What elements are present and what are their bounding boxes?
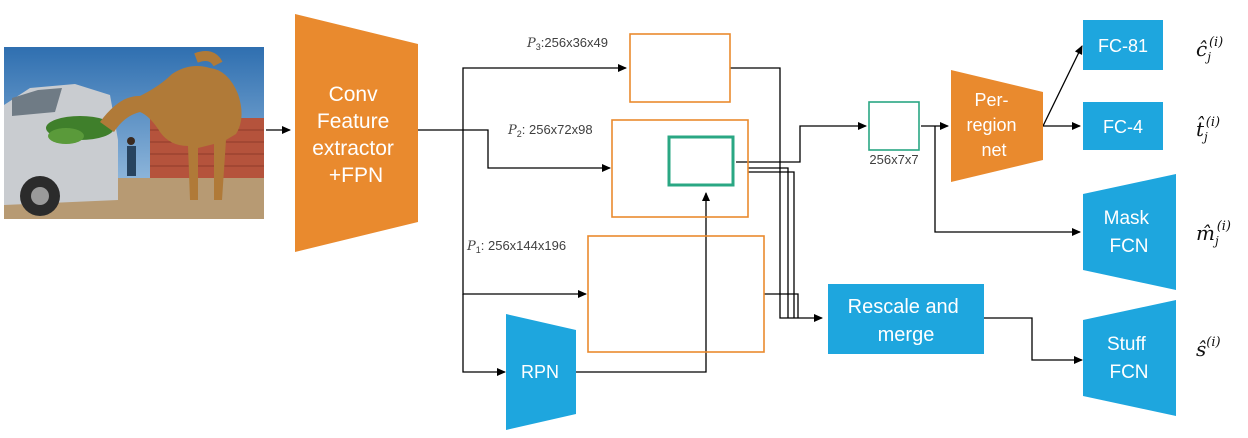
p3-to-rescale-arrow: [730, 67, 823, 322]
per-region-line-1: Per-: [974, 90, 1008, 110]
mask-fcn-block: Mask FCN: [1083, 174, 1176, 290]
mask-fcn-line-2: FCN: [1109, 236, 1148, 257]
roi-box: [667, 135, 735, 187]
pooled-to-mask-arrow: [934, 126, 1081, 236]
class-output-symbol: ĉj(i): [1196, 35, 1223, 64]
rescale-line-2: merge: [878, 324, 935, 346]
p3-label: P3:256x36x49: [526, 35, 608, 52]
stuff-fcn-block: Stuff FCN: [1083, 300, 1176, 416]
per-region-line-2: region: [966, 115, 1016, 135]
rpn-block: RPN: [506, 314, 576, 430]
rescale-merge-shape: [828, 284, 984, 354]
rpn-label: RPN: [521, 362, 559, 382]
rpn-to-roi-arrow: [576, 192, 710, 373]
backbone-to-rpn-arrow: [462, 294, 506, 376]
mask-fcn-line-1: Mask: [1104, 208, 1150, 229]
per-region-line-3: net: [981, 140, 1006, 160]
svg-text:Rescale and merge: Rescale and merge: [848, 296, 965, 346]
pooled-dims: 256x7x7: [869, 152, 918, 167]
fc4-label: FC-4: [1103, 117, 1143, 137]
p1-box: [587, 235, 765, 353]
backbone-line-1: Conv: [329, 83, 379, 106]
svg-text:Conv Feature extra: Conv Feature extractor +FPN: [312, 83, 400, 187]
connectors: [266, 45, 1083, 376]
rescale-merge-block: Rescale and merge: [828, 284, 984, 354]
p2-box: [611, 119, 749, 218]
backbone-shape: [295, 14, 418, 252]
fc4-block: FC-4: [1083, 102, 1163, 150]
p1-to-rescale-arrow: [764, 293, 799, 318]
fc4-shape: [1083, 102, 1163, 150]
p2-inner-to-rescale-arrow: [748, 171, 795, 318]
backbone-to-p3-arrow: [418, 64, 627, 131]
rescale-to-stuff-arrow: [984, 317, 1083, 364]
fc81-block: FC-81: [1083, 20, 1163, 70]
backbone-line-4: +FPN: [329, 164, 383, 187]
pooled-box: [868, 101, 920, 151]
input-image: [4, 47, 264, 219]
box-output-symbol: t̂j(i): [1196, 115, 1220, 144]
feature-maps: P3:256x36x49 P2: 256x72x98 P1: 256x144x1…: [466, 33, 765, 353]
rescale-line-1: Rescale and: [848, 296, 959, 318]
perregion-to-fc81-arrow: [1042, 45, 1083, 127]
rpn-shape: [506, 314, 576, 430]
mask-fcn-shape: [1083, 174, 1176, 290]
p1-label: P1: 256x144x196: [466, 238, 566, 255]
stuff-fcn-line-2: FCN: [1109, 362, 1148, 383]
p2-to-rescale-arrow: [748, 167, 789, 318]
backbone-block: Conv Feature extractor +FPN: [295, 14, 418, 252]
backbone-line-2: Feature: [317, 110, 389, 133]
p2-label: P2: 256x72x98: [507, 122, 593, 139]
pooled-feature: 256x7x7: [868, 101, 920, 167]
backbone-to-p2-arrow: [463, 129, 611, 172]
per-region-net-block: Per- region net: [951, 70, 1043, 182]
stuff-fcn-shape: [1083, 300, 1176, 416]
svg-text:Mask FCN: Mask FCN: [1104, 208, 1155, 257]
roi-to-pooled-arrow: [736, 122, 867, 163]
backbone-to-p1-arrow: [462, 130, 587, 298]
svg-text:Per- region net: Per- region net: [966, 90, 1021, 160]
fc81-shape: [1083, 20, 1163, 70]
stuff-output-symbol: ŝ(i): [1196, 335, 1221, 361]
outputs: ĉj(i) t̂j(i) m̂j(i) ŝ(i): [1196, 35, 1231, 361]
svg-text:Stuff FCN: Stuff FCN: [1107, 334, 1151, 383]
mask-output-symbol: m̂j(i): [1196, 219, 1231, 248]
per-region-shape: [951, 70, 1043, 182]
fc81-label: FC-81: [1098, 36, 1148, 56]
p3-box: [629, 33, 731, 103]
backbone-line-3: extractor: [312, 137, 394, 160]
stuff-fcn-line-1: Stuff: [1107, 334, 1146, 355]
